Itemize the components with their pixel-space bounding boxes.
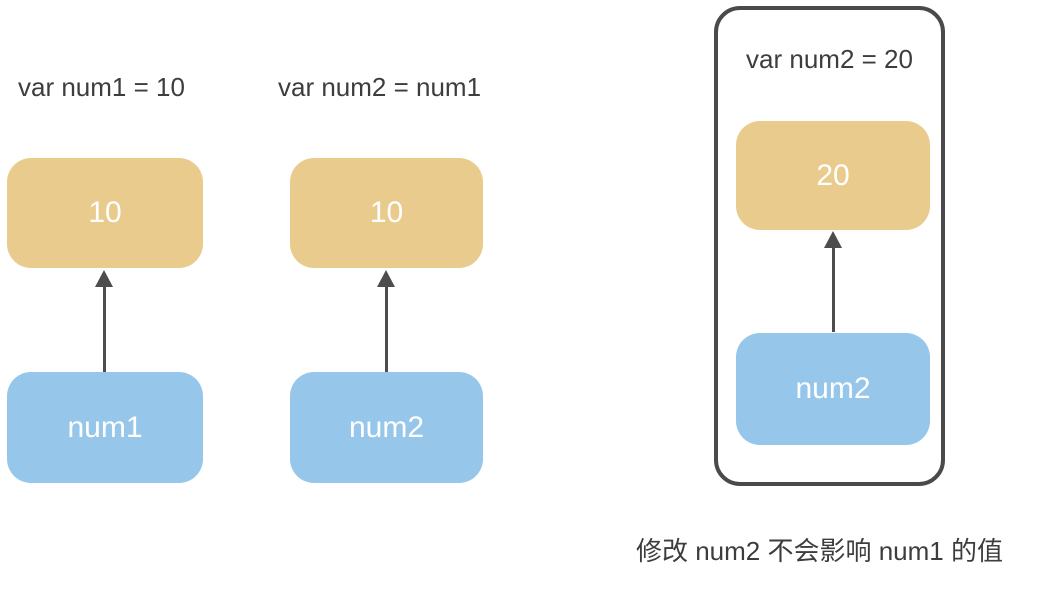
variable-box-num1: num1 (7, 372, 203, 483)
arrow-up-icon (95, 270, 113, 372)
value-box-num2-new: 20 (736, 121, 930, 230)
variable-box-num2-new: num2 (736, 333, 930, 445)
caption-text: 修改 num2 不会影响 num1 的值 (636, 536, 1003, 566)
value-box-num2: 10 (290, 158, 483, 268)
group-num2-reassignment-frame: var num2 = 20 20 num2 (714, 6, 945, 486)
code-label-num2-reassign: var num2 = 20 (746, 44, 913, 74)
value-box-num1: 10 (7, 158, 203, 268)
arrow-line (102, 287, 106, 372)
variable-text: num2 (795, 372, 871, 405)
code-label-num2: var num2 = num1 (278, 72, 482, 102)
arrow-up-icon (824, 231, 842, 332)
arrow-up-icon (377, 270, 395, 372)
arrow-head (824, 231, 842, 248)
variable-text: num1 (67, 410, 143, 444)
variable-text: num2 (348, 410, 425, 444)
value-text: 10 (369, 196, 404, 229)
value-text: 10 (88, 196, 122, 229)
arrow-head (95, 270, 113, 287)
value-text: 20 (816, 158, 850, 192)
arrow-head (377, 270, 395, 287)
code-label-num1: var num1 = 10 (18, 72, 185, 102)
arrow-line (384, 287, 388, 372)
arrow-line (831, 248, 835, 332)
variable-box-num2: num2 (290, 372, 483, 483)
